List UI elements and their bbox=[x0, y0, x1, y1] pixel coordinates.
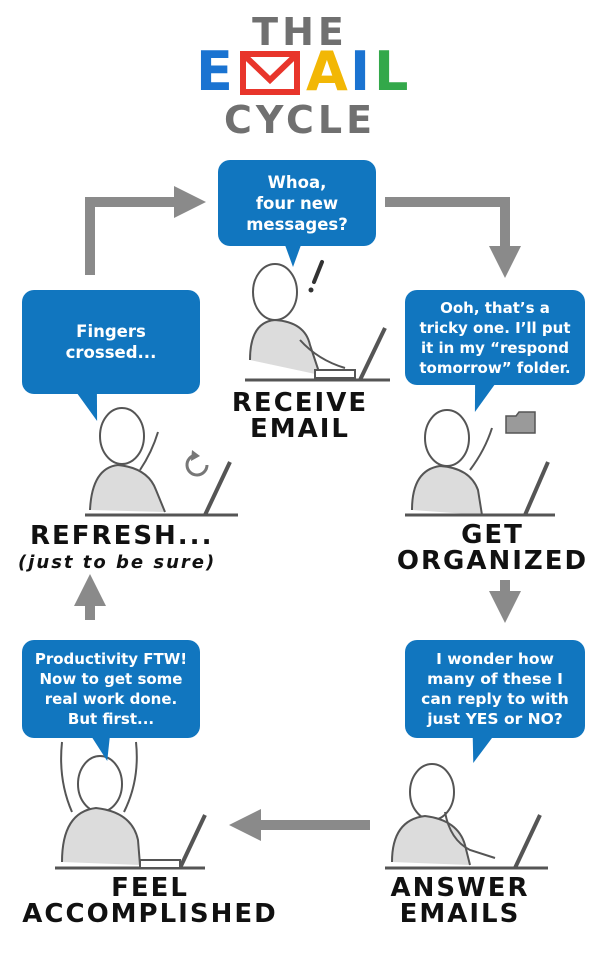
figure-accomplished bbox=[55, 741, 207, 870]
title-letter-i: I bbox=[350, 40, 371, 103]
refresh-icon bbox=[185, 450, 209, 477]
speech-bubble-answer: I wonder how many of these I can reply t… bbox=[405, 640, 585, 738]
speech-bubble-accomplished: Productivity FTW! Now to get some real w… bbox=[22, 640, 200, 738]
title-letter-e: E bbox=[196, 40, 233, 103]
exclamation-icon bbox=[308, 260, 324, 293]
bubble-text-receive: Whoa, four new messages? bbox=[246, 172, 348, 234]
speech-bubble-organize: Ooh, that’s a tricky one. I’ll put it in… bbox=[405, 290, 585, 385]
envelope-icon bbox=[240, 51, 300, 95]
bubble-text-refresh: Fingers crossed... bbox=[65, 322, 157, 362]
title-letter-l: L bbox=[374, 40, 409, 103]
figure-refresh bbox=[85, 407, 238, 517]
stage-label-receive: RECEIVE EMAIL bbox=[231, 388, 369, 444]
arrow-refresh-to-receive bbox=[85, 185, 207, 275]
figure-organize bbox=[405, 409, 555, 517]
speech-tail-receive bbox=[285, 245, 301, 267]
title-the: THE bbox=[252, 10, 348, 54]
speech-bubble-refresh: Fingers crossed... bbox=[22, 290, 200, 394]
stage-label-answer: ANSWER EMAILS bbox=[390, 873, 530, 929]
folder-icon bbox=[505, 411, 536, 434]
title-letter-a: A bbox=[306, 40, 348, 103]
figure-receive bbox=[245, 263, 390, 382]
stage-label-organize: GET ORGANIZED bbox=[396, 520, 589, 576]
speech-bubble-receive: Whoa, four new messages? bbox=[218, 160, 376, 246]
figure-answer bbox=[385, 763, 548, 870]
stage-sublabel-refresh: (just to be sure) bbox=[18, 552, 217, 573]
title-cycle: CYCLE bbox=[223, 98, 377, 142]
bubble-text-answer: I wonder how many of these I can reply t… bbox=[421, 650, 569, 728]
bubble-text-organize: Ooh, that’s a tricky one. I’ll put it in… bbox=[419, 298, 571, 377]
stage-label-refresh: REFRESH... bbox=[30, 521, 214, 551]
stage-label-accomplished: FEEL ACCOMPLISHED bbox=[22, 873, 278, 929]
bubble-text-accomplished: Productivity FTW! Now to get some real w… bbox=[34, 650, 188, 728]
arrow-receive-to-organize bbox=[385, 197, 522, 279]
envelope-letter-m bbox=[240, 44, 300, 100]
title-email: E A I L bbox=[0, 44, 600, 100]
